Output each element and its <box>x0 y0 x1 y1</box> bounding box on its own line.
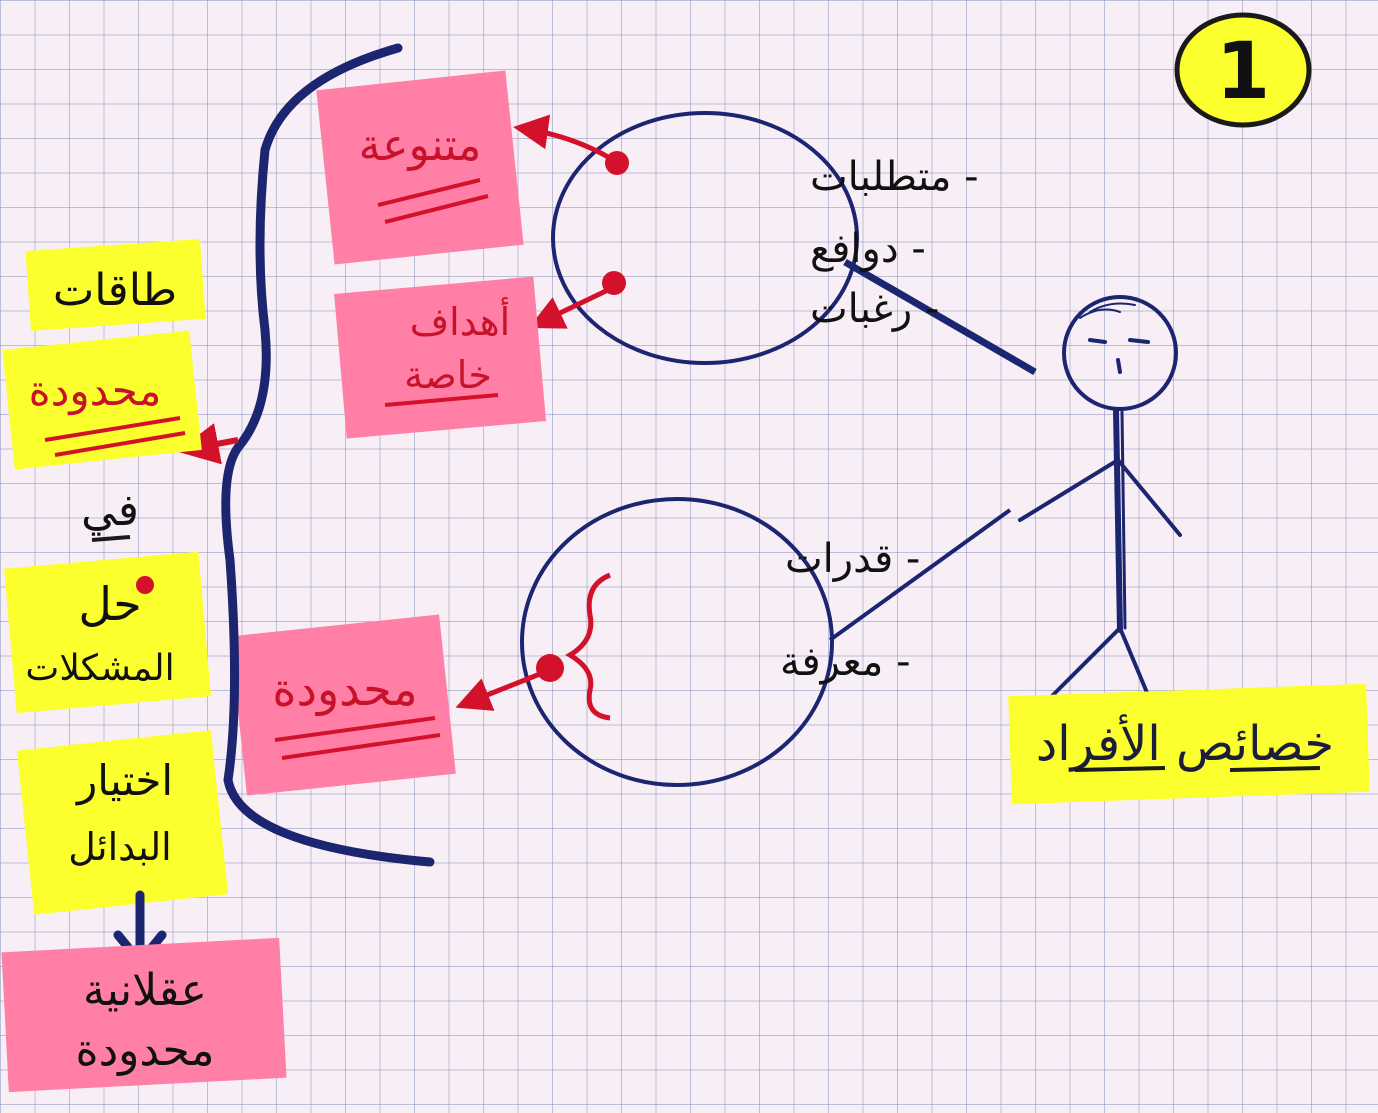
problems-label: المشكلات <box>25 648 174 689</box>
in-label: في <box>81 485 139 536</box>
figure-body <box>1113 407 1123 633</box>
upper-item-requirements: - متطلبات <box>810 154 979 200</box>
goals-label-line1: أهداف <box>410 297 511 344</box>
lower-circle: - قدرات - معرفة <box>520 497 920 787</box>
varied-label: متنوعة <box>359 120 482 171</box>
lower-item-abilities: - قدرات <box>785 536 920 582</box>
number-badge: 1 <box>1174 12 1312 128</box>
limited-box: محدودة <box>230 614 456 796</box>
connector-lower-circle <box>828 508 1012 642</box>
blue-brace <box>221 43 435 867</box>
left-column: طاقات محدودة في حل المشكلات اختيار البدا… <box>2 238 229 915</box>
upper-circle: - متطلبات - دوافع - رغبات <box>551 111 979 365</box>
choose-label: اختيار <box>75 756 173 805</box>
upper-red-arrows <box>513 114 629 329</box>
conclusion-box: عقلانية محدودة <box>1 937 287 1093</box>
limited-label: محدودة <box>272 662 417 717</box>
goals-label-line2: خاصة <box>404 353 492 397</box>
figure-left-arm <box>1018 458 1120 522</box>
alternatives-label: البدائل <box>68 825 171 869</box>
figure-head <box>1062 295 1178 411</box>
lower-red-arrow <box>455 654 564 711</box>
figure-right-arm <box>1116 458 1182 537</box>
red-curly-brace <box>565 572 612 721</box>
figure-left-leg <box>1048 626 1122 700</box>
lower-item-knowledge: - معرفة <box>780 639 911 685</box>
individual-traits-label-group: خصائص الأفراد <box>1008 683 1370 805</box>
conclusion-line1: عقلانية <box>83 965 207 1016</box>
stick-figure <box>1018 295 1182 700</box>
badge-number: 1 <box>1216 27 1270 117</box>
varied-box: متنوعة <box>316 70 524 265</box>
figure-right-leg <box>1118 626 1150 697</box>
limited-capacities-label: محدودة <box>29 366 162 415</box>
capacities-label: طاقات <box>53 265 177 316</box>
individual-traits-label: خصائص الأفراد <box>1036 713 1334 772</box>
connector-upper-circle <box>843 258 1037 376</box>
upper-item-motives: - دوافع <box>810 226 926 272</box>
conclusion-line2: محدودة <box>76 1025 215 1076</box>
solve-label: حل <box>78 577 141 631</box>
upper-item-desires: - رغبات <box>810 286 939 332</box>
goals-box: أهداف خاصة <box>334 276 546 439</box>
